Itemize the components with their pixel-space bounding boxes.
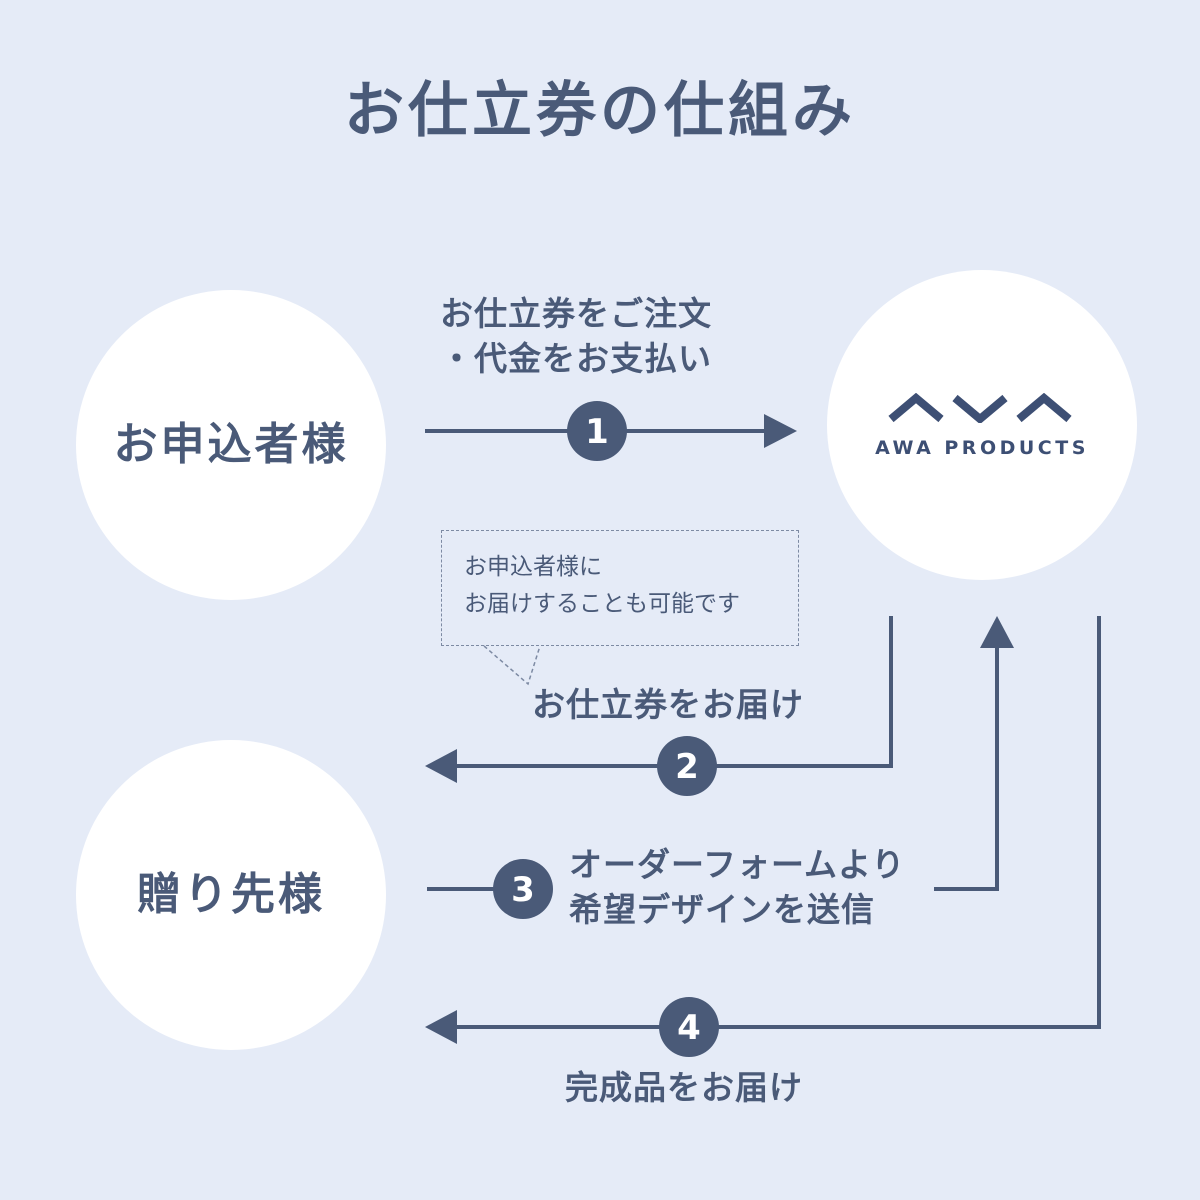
step-1-badge: 1 <box>567 401 627 461</box>
step-1-line-1: お仕立券をご注文 <box>440 294 712 333</box>
step-4-connector <box>455 616 1101 1029</box>
awa-logo-icon <box>888 392 1072 423</box>
applicant-label: お申込者様 <box>113 418 349 470</box>
step-3-line-1: オーダーフォームより <box>569 845 906 884</box>
step-1-arrowhead <box>764 414 797 448</box>
step-2-number: 2 <box>675 747 699 787</box>
recipient-label: 贈り先様 <box>137 868 325 920</box>
step-3-badge-circle <box>493 859 553 919</box>
step-3-connector-return <box>934 648 999 891</box>
step-3-arrowhead <box>980 616 1014 648</box>
step-1-text: お仕立券をご注文 ・代金をお支払い <box>440 292 712 382</box>
step-2-badge: 2 <box>657 736 717 796</box>
company-node: AWA PRODUCTS <box>827 270 1137 580</box>
step-4-number: 4 <box>677 1008 701 1048</box>
page-title: お仕立券の仕組み <box>344 76 856 146</box>
step-2-connector <box>455 616 893 768</box>
step-2-line-1: お仕立券をお届け <box>532 685 804 724</box>
step-2-text: お仕立券をお届け <box>532 683 804 728</box>
step-2-badge-circle <box>657 736 717 796</box>
step-3-text: オーダーフォームより 希望デザインを送信 <box>569 843 905 933</box>
applicant-node: お申込者様 <box>76 290 386 600</box>
step-3-badge: 3 <box>493 859 553 919</box>
company-logo-text: AWA PRODUCTS <box>875 436 1089 459</box>
step-4-arrowhead <box>425 1010 457 1044</box>
step-2-arrowhead <box>425 749 457 783</box>
step-4-badge: 4 <box>659 997 719 1057</box>
recipient-node: 贈り先様 <box>76 740 386 1050</box>
step-4-text: 完成品をお届け <box>565 1066 803 1111</box>
step-4-line-1: 完成品をお届け <box>565 1068 803 1107</box>
company-logo: AWA PRODUCTS <box>875 392 1089 459</box>
step-3-line-2: 希望デザインを送信 <box>569 889 875 929</box>
step-4-badge-circle <box>659 997 719 1057</box>
callout-line-1: お申込者様に <box>464 554 602 580</box>
step-1-number: 1 <box>585 412 609 452</box>
callout-pointer <box>483 645 541 686</box>
step-1-badge-circle <box>567 401 627 461</box>
callout-note: お申込者様に お届けすることも可能です <box>441 530 799 646</box>
callout-line-2: お届けすることも可能です <box>464 590 740 617</box>
step-3-number: 3 <box>511 870 535 910</box>
step-1-line-2: ・代金をお支払い <box>440 338 712 378</box>
